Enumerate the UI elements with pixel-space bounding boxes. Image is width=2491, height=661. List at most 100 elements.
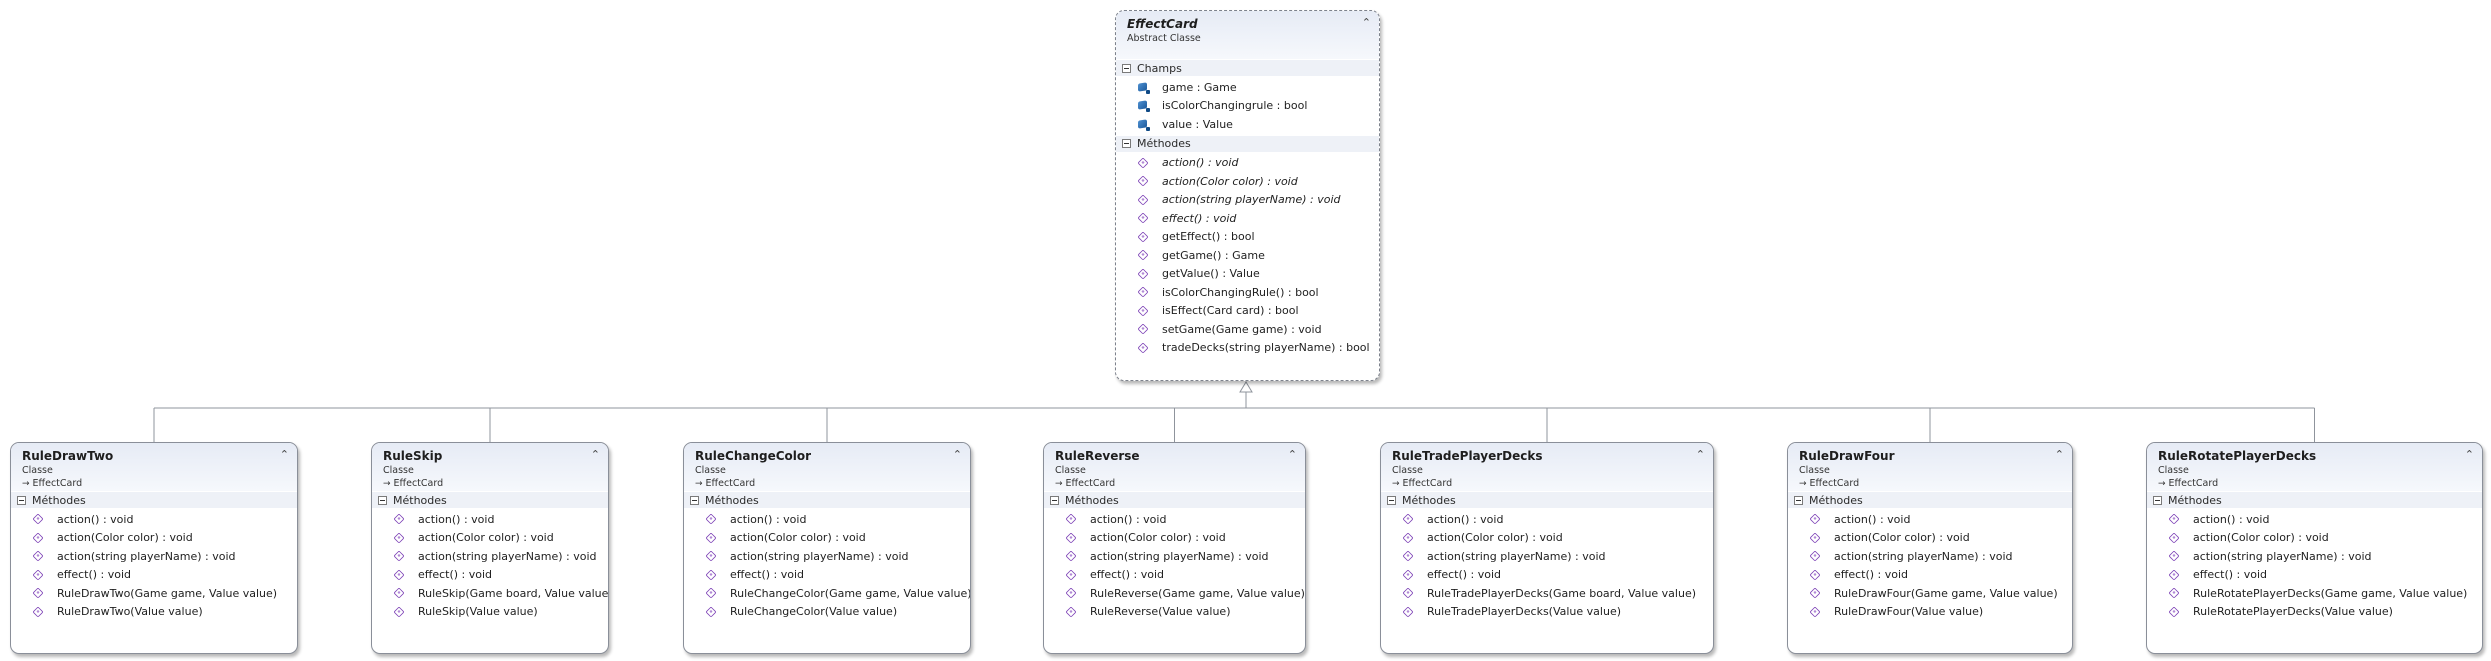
member-row[interactable]: effect() : void (684, 566, 970, 585)
member-row[interactable]: RuleTradePlayerDecks(Value value) (1381, 603, 1713, 622)
member-row[interactable]: action(Color color) : void (1116, 172, 1379, 191)
base-class-name: EffectCard (1065, 478, 1116, 489)
member-row[interactable]: action(Color color) : void (1788, 529, 2072, 548)
member-row[interactable]: RuleChangeColor(Game game, Value value) (684, 584, 970, 603)
member-row[interactable]: tradeDecks(string playerName) : bool (1116, 339, 1379, 358)
member-signature: action() : void (2193, 512, 2270, 526)
member-row[interactable]: getGame() : Game (1116, 246, 1379, 265)
member-row[interactable]: getEffect() : bool (1116, 228, 1379, 247)
member-row[interactable]: setGame(Game game) : void (1116, 320, 1379, 339)
member-signature: effect() : void (730, 568, 805, 582)
member-row[interactable]: action(string playerName) : void (2147, 547, 2482, 566)
member-row[interactable]: RuleSkip(Game board, Value value) (372, 584, 608, 603)
member-row[interactable]: RuleRotatePlayerDecks(Value value) (2147, 603, 2482, 622)
class-header: EffectCard Abstract Classe ⌃ (1116, 11, 1379, 59)
member-row[interactable]: action(Color color) : void (1044, 529, 1305, 548)
member-row[interactable]: action() : void (1381, 510, 1713, 529)
member-row[interactable]: game : Game (1116, 78, 1379, 97)
collapse-chevron-icon[interactable]: ⌃ (1695, 448, 1705, 461)
collapse-toggle-icon[interactable] (1387, 495, 1396, 505)
member-row[interactable]: action(string playerName) : void (1788, 547, 2072, 566)
collapse-chevron-icon[interactable]: ⌃ (1287, 448, 1297, 461)
method-icon (32, 569, 44, 581)
member-row[interactable]: action() : void (2147, 510, 2482, 529)
collapse-chevron-icon[interactable]: ⌃ (1361, 16, 1371, 29)
member-row[interactable]: action(Color color) : void (684, 529, 970, 548)
collapse-chevron-icon[interactable]: ⌃ (2054, 448, 2064, 461)
member-row[interactable]: RuleDrawTwo(Game game, Value value) (11, 584, 297, 603)
collapse-toggle-icon[interactable] (2153, 495, 2162, 505)
member-row[interactable]: action(string playerName) : void (11, 547, 297, 566)
member-row[interactable]: RuleChangeColor(Value value) (684, 603, 970, 622)
member-row[interactable]: action(string playerName) : void (1381, 547, 1713, 566)
member-row[interactable]: effect() : void (1116, 209, 1379, 228)
member-row[interactable]: action(string playerName) : void (372, 547, 608, 566)
collapse-chevron-icon[interactable]: ⌃ (590, 448, 600, 461)
collapse-toggle-icon[interactable] (1122, 63, 1131, 73)
member-row[interactable]: action(Color color) : void (372, 529, 608, 548)
member-row[interactable]: RuleDrawFour(Value value) (1788, 603, 2072, 622)
member-row[interactable]: action() : void (1044, 510, 1305, 529)
member-row[interactable]: value : Value (1116, 115, 1379, 134)
member-row[interactable]: action() : void (11, 510, 297, 529)
member-row[interactable]: isColorChangingRule() : bool (1116, 283, 1379, 302)
member-signature: action() : void (1427, 512, 1504, 526)
member-row[interactable]: RuleReverse(Value value) (1044, 603, 1305, 622)
member-row[interactable]: action() : void (372, 510, 608, 529)
member-row[interactable]: action(Color color) : void (11, 529, 297, 548)
collapse-chevron-icon[interactable]: ⌃ (2464, 448, 2474, 461)
member-row[interactable]: isColorChangingrule : bool (1116, 97, 1379, 116)
member-row[interactable]: RuleDrawTwo(Value value) (11, 603, 297, 622)
member-row[interactable]: effect() : void (372, 566, 608, 585)
member-row[interactable]: RuleReverse(Game game, Value value) (1044, 584, 1305, 603)
member-row[interactable]: effect() : void (11, 566, 297, 585)
member-row[interactable]: RuleSkip(Value value) (372, 603, 608, 622)
collapse-chevron-icon[interactable]: ⌃ (952, 448, 962, 461)
member-row[interactable]: action(Color color) : void (2147, 529, 2482, 548)
member-row[interactable]: RuleTradePlayerDecks(Game board, Value v… (1381, 584, 1713, 603)
member-row[interactable]: getValue() : Value (1116, 265, 1379, 284)
collapse-chevron-icon[interactable]: ⌃ (279, 448, 289, 461)
collapse-toggle-icon[interactable] (378, 495, 387, 505)
collapse-toggle-icon[interactable] (690, 495, 699, 505)
member-signature: RuleChangeColor(Value value) (730, 605, 898, 619)
member-row[interactable]: action() : void (1116, 154, 1379, 173)
member-row[interactable]: action(string playerName) : void (1044, 547, 1305, 566)
member-row[interactable]: isEffect(Card card) : bool (1116, 302, 1379, 321)
member-row[interactable]: effect() : void (1788, 566, 2072, 585)
collapse-toggle-icon[interactable] (1794, 495, 1803, 505)
member-row[interactable]: action() : void (1788, 510, 2072, 529)
collapse-toggle-icon[interactable] (1122, 139, 1131, 148)
collapse-toggle-icon[interactable] (17, 495, 26, 505)
member-row[interactable]: action() : void (684, 510, 970, 529)
member-row[interactable]: action(string playerName) : void (1116, 191, 1379, 210)
member-row[interactable]: RuleDrawFour(Game game, Value value) (1788, 584, 2072, 603)
inherits-arrow-icon: → (1799, 479, 1807, 489)
member-signature: action(string playerName) : void (1834, 549, 2013, 563)
section-title: Méthodes (1809, 493, 1863, 507)
member-row[interactable]: action(Color color) : void (1381, 529, 1713, 548)
collapse-toggle-icon[interactable] (1050, 495, 1059, 505)
member-row[interactable]: action(string playerName) : void (684, 547, 970, 566)
member-row[interactable]: effect() : void (1044, 566, 1305, 585)
method-icon (1402, 569, 1414, 581)
member-row[interactable]: effect() : void (2147, 566, 2482, 585)
member-row[interactable]: RuleRotatePlayerDecks(Game game, Value v… (2147, 584, 2482, 603)
method-icon (1402, 550, 1414, 562)
member-row[interactable]: effect() : void (1381, 566, 1713, 585)
class-kind: Classe (383, 465, 414, 476)
base-class-name: EffectCard (2168, 478, 2219, 489)
